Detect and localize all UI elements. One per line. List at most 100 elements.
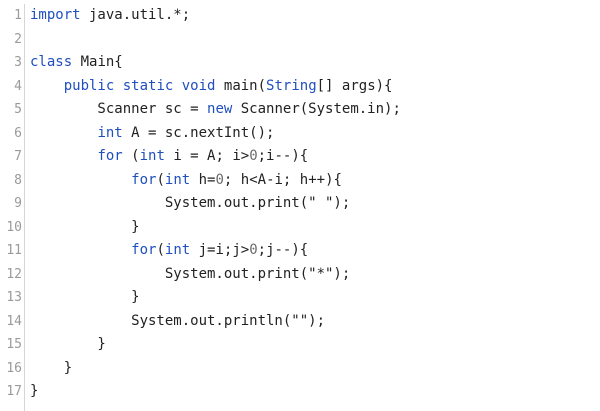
keyword-token: for <box>131 242 157 258</box>
code-token: } <box>30 383 39 399</box>
code-text[interactable]: System.out.println(""); <box>30 310 325 334</box>
line-number: 9 <box>14 196 22 211</box>
keyword-token: import <box>30 7 81 23</box>
type-token: String <box>266 77 317 94</box>
code-line[interactable]: 1 import java.util.*; <box>0 4 600 28</box>
line-number-gutter <box>0 4 25 411</box>
code-line[interactable]: 4 public static void main(String[] args)… <box>0 75 600 99</box>
number-token: 0 <box>215 171 224 188</box>
code-token: ( <box>156 171 165 188</box>
code-line[interactable]: 11 for(int j=i;j>0;j--){ <box>0 239 600 263</box>
line-number: 15 <box>6 337 22 352</box>
code-line[interactable]: 8 for(int h=0; h<A-i; h++){ <box>0 169 600 193</box>
code-line[interactable]: 2 <box>0 28 600 52</box>
code-text[interactable]: for(int j=i;j>0;j--){ <box>30 239 308 263</box>
code-token <box>173 78 181 94</box>
code-token: main( <box>215 77 267 94</box>
code-text[interactable]: } <box>30 216 140 240</box>
code-token: [] args){ <box>316 77 393 94</box>
keyword-token: void <box>181 77 216 94</box>
line-number: 17 <box>6 384 22 399</box>
line-number: 14 <box>6 313 22 329</box>
code-text[interactable]: class Main{ <box>30 51 123 75</box>
code-line[interactable]: 12 System.out.print("*"); <box>0 263 600 287</box>
code-token: j=i;j> <box>190 242 250 258</box>
code-line[interactable]: 16 } <box>0 357 600 381</box>
code-text[interactable]: public static void main(String[] args){ <box>30 75 393 99</box>
line-number: 10 <box>6 219 22 235</box>
code-text[interactable]: for(int h=0; h<A-i; h++){ <box>30 169 342 193</box>
code-token: } <box>30 218 140 235</box>
code-text[interactable]: } <box>30 357 72 381</box>
keyword-token: int <box>164 242 191 258</box>
keyword-token: int <box>164 171 191 188</box>
code-line[interactable]: 5 Scanner sc = new Scanner(System.in); <box>0 98 600 122</box>
code-token <box>30 242 131 258</box>
code-token: System.out.print("*"); <box>30 265 351 282</box>
code-token: java.util.*; <box>80 7 191 23</box>
line-number: 6 <box>14 125 22 141</box>
code-token <box>30 148 97 164</box>
keyword-token: class <box>30 54 73 70</box>
code-token: Scanner(System.in); <box>232 101 401 117</box>
code-token <box>30 78 64 94</box>
code-token: System.out.println(""); <box>30 312 326 329</box>
code-text[interactable]: int A = sc.nextInt(); <box>30 122 274 146</box>
code-text[interactable]: } <box>30 333 106 357</box>
code-token: ( <box>156 242 165 258</box>
code-token: Main{ <box>72 54 123 70</box>
keyword-token: for <box>131 171 157 188</box>
code-token: Scanner sc = <box>30 101 208 117</box>
code-token: } <box>30 359 73 376</box>
keyword-token: static <box>122 77 174 94</box>
code-line[interactable]: 10 } <box>0 216 600 240</box>
keyword-token: new <box>207 101 233 117</box>
code-token: System.out.print(" "); <box>30 195 351 211</box>
code-text[interactable]: System.out.print(" "); <box>30 192 350 216</box>
keyword-token: int <box>97 124 123 141</box>
code-text[interactable]: } <box>30 380 38 404</box>
keyword-token: public <box>63 77 115 94</box>
line-number: 1 <box>14 8 22 23</box>
code-line[interactable]: 15 } <box>0 333 600 357</box>
code-token <box>114 78 122 94</box>
code-text[interactable]: Scanner sc = new Scanner(System.in); <box>30 98 401 122</box>
code-text[interactable]: } <box>30 286 140 310</box>
line-number: 3 <box>14 55 22 70</box>
line-number: 2 <box>14 31 22 47</box>
line-number: 16 <box>6 360 22 376</box>
code-text[interactable]: System.out.print("*"); <box>30 263 350 287</box>
line-number: 8 <box>14 172 22 188</box>
line-number: 12 <box>6 266 22 282</box>
code-line[interactable]: 7 for (int i = A; i>0;i--){ <box>0 145 600 169</box>
code-token: ; h<A-i; h++){ <box>223 171 342 188</box>
code-line[interactable]: 13 } <box>0 286 600 310</box>
code-token: ( <box>122 148 140 164</box>
keyword-token: for <box>97 148 123 164</box>
keyword-token: int <box>139 148 165 164</box>
code-token <box>30 172 131 188</box>
code-token: A = sc.nextInt(); <box>122 124 275 141</box>
code-line[interactable]: 9 System.out.print(" "); <box>0 192 600 216</box>
line-number: 7 <box>14 149 22 164</box>
line-number: 4 <box>14 78 22 94</box>
code-token: ;j--){ <box>257 242 309 258</box>
code-line[interactable]: 3 class Main{ <box>0 51 600 75</box>
code-line[interactable]: 17} <box>0 380 600 404</box>
code-token: ;i--){ <box>257 148 309 164</box>
code-token: } <box>30 336 106 352</box>
code-token <box>30 125 97 141</box>
code-line[interactable]: 14 System.out.println(""); <box>0 310 600 334</box>
code-text[interactable]: for (int i = A; i>0;i--){ <box>30 145 308 169</box>
line-number: 5 <box>14 102 22 117</box>
code-text[interactable]: import java.util.*; <box>30 4 190 28</box>
line-number: 11 <box>6 243 22 258</box>
code-token: h= <box>190 171 216 188</box>
code-token: } <box>30 289 140 305</box>
number-token: 0 <box>249 148 258 164</box>
code-line[interactable]: 6 int A = sc.nextInt(); <box>0 122 600 146</box>
number-token: 0 <box>249 242 258 258</box>
code-token: i = A; i> <box>164 148 250 164</box>
line-number: 13 <box>6 290 22 305</box>
